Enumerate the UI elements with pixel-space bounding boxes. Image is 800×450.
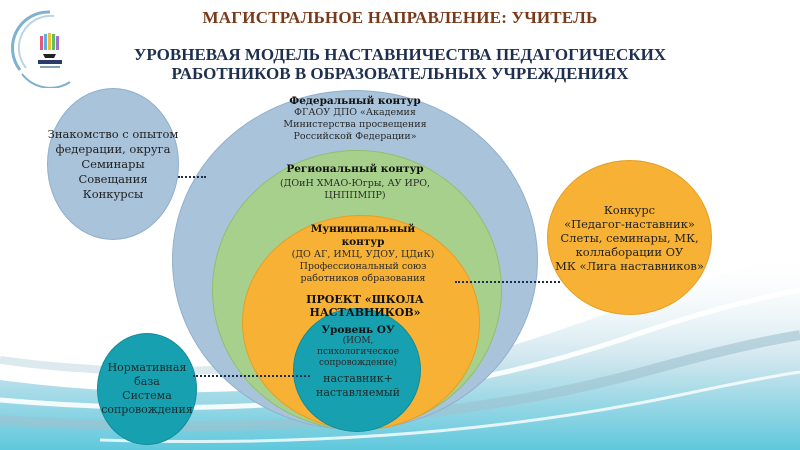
federal-line: Министерства просвещения [283, 119, 427, 130]
activity-line: «Педагог-наставник» [564, 216, 695, 231]
activity-line: Слеты, семинары, МК, [560, 230, 699, 245]
municipal-heading-line: Муниципальный [310, 223, 416, 235]
project-label: ПРОЕКТ «ШКОЛА НАСТАВНИКОВ» [306, 293, 424, 319]
organization-logo-icon [10, 10, 71, 88]
school-line: психологическое [316, 347, 400, 357]
subtitle-line-2: РАБОТНИКОВ В ОБРАЗОВАТЕЛЬНЫХ УЧРЕЖДЕНИЯХ [171, 64, 629, 83]
school-pair-line: наставник+ [323, 372, 393, 385]
municipal-level-text: Муниципальный контур (ДО АГ, ИМЦ, УДОУ, … [268, 223, 458, 285]
school-pair-line: наставляемый [316, 386, 400, 399]
school-line: (ИОМ, [342, 336, 374, 346]
regional-line: ЦНППМПР) [324, 190, 386, 201]
school-level-heading: Уровень ОУ [321, 324, 395, 336]
federal-line: ФГАОУ ДПО «Академия [294, 107, 416, 118]
municipal-level-heading: Муниципальный контур [268, 223, 458, 249]
activity-line: федерации, округа [55, 141, 171, 156]
activity-line: Конкурсы [82, 186, 144, 201]
regional-line: (ДОиН ХМАО-Югры, АУ ИРО, [279, 178, 431, 189]
activity-line: Знакомство с опытом [47, 126, 179, 141]
activity-line: Семинары [81, 156, 145, 171]
federal-line: Российской Федерации» [293, 131, 417, 142]
municipal-heading-line: контур [341, 236, 385, 248]
activity-line: МК «Лига наставников» [555, 258, 704, 273]
federal-level-text: Федеральный контур ФГАОУ ДПО «Академия М… [250, 95, 460, 143]
activity-line: сопровождения [101, 403, 193, 416]
activity-line: коллаборации ОУ [575, 244, 684, 259]
school-line: сопровождение) [318, 358, 398, 368]
activity-line: Система [122, 389, 172, 402]
federal-activities-circle: Знакомство с опытом федерации, округа Се… [47, 88, 179, 240]
connector-line-federal [178, 176, 206, 178]
subtitle-line-1: УРОВНЕВАЯ МОДЕЛЬ НАСТАВНИЧЕСТВА ПЕДАГОГИ… [133, 45, 667, 64]
connector-line-school [193, 375, 310, 377]
activity-line: Совещания [78, 171, 148, 186]
regional-level-text: Региональный контур (ДОиН ХМАО-Югры, АУ … [260, 163, 450, 202]
page-title: МАГИСТРАЛЬНОЕ НАПРАВЛЕНИЕ: УЧИТЕЛЬ [202, 8, 598, 27]
federal-level-heading: Федеральный контур [289, 95, 421, 107]
activity-line: Конкурс [603, 202, 656, 217]
activity-line: Нормативная [107, 361, 187, 374]
municipal-activities-circle: Конкурс «Педагог-наставник» Слеты, семин… [547, 160, 712, 315]
regional-level-heading: Региональный контур [286, 163, 424, 175]
connector-line-municipal [455, 281, 560, 283]
school-level-ring [293, 308, 421, 432]
municipal-line: работников образования [300, 273, 426, 284]
school-level-text: Уровень ОУ (ИОМ, психологическое сопрово… [300, 324, 416, 400]
municipal-line: Профессиональный союз [299, 261, 427, 272]
school-activities-circle: Нормативная база Система сопровождения [97, 333, 197, 445]
municipal-line: (ДО АГ, ИМЦ, УДОУ, ЦДиК) [291, 249, 435, 260]
page-subtitle: УРОВНЕВАЯ МОДЕЛЬ НАСТАВНИЧЕСТВА ПЕДАГОГИ… [0, 45, 800, 83]
activity-line: база [134, 375, 160, 388]
